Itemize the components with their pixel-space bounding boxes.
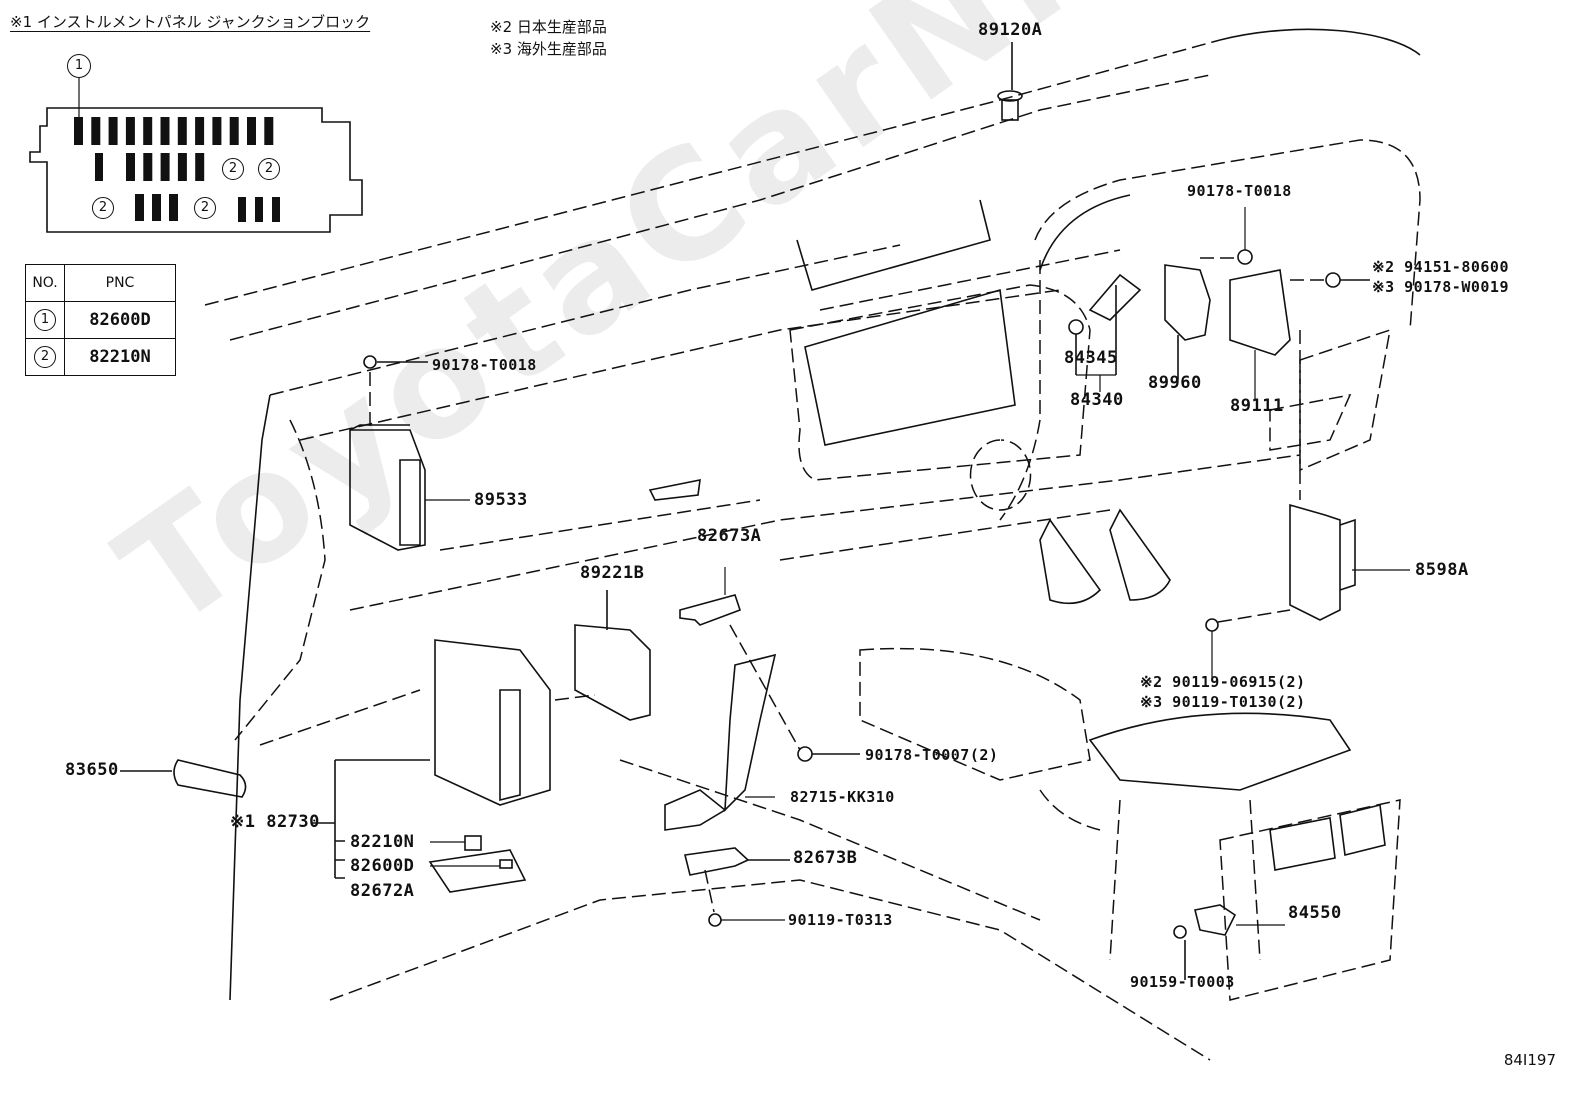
part-label-84345[interactable]: 84345 — [1064, 348, 1118, 368]
fuse-slot — [229, 117, 239, 145]
part-label-89960[interactable]: 89960 — [1148, 373, 1202, 393]
fuse-slot — [108, 117, 118, 145]
fuse-slot — [272, 197, 280, 222]
part-label-89533[interactable]: 89533 — [474, 490, 528, 510]
fuse-slot — [135, 194, 144, 221]
fuse-slot — [195, 153, 205, 181]
fuse-slot — [195, 117, 205, 145]
part-label-90159-T0003[interactable]: 90159-T0003 — [1130, 973, 1235, 991]
pnc-table-header: NO. PNC — [25, 264, 176, 302]
part-label-90178-W0019[interactable]: ※3 90178-W0019 — [1372, 278, 1509, 296]
pnc-table: NO. PNC 1 82600D 2 82210N — [25, 264, 176, 376]
header-pnc: PNC — [64, 264, 176, 302]
row-pnc: 82600D — [64, 301, 176, 339]
row-pnc: 82210N — [64, 338, 176, 376]
callout-2: 2 — [92, 197, 114, 219]
part-label-90178-T0018[interactable]: 90178-T0018 — [432, 356, 537, 374]
fuse-slot — [169, 194, 178, 221]
part-label-82730[interactable]: ※1 82730 — [230, 812, 320, 832]
part-label-84550[interactable]: 84550 — [1288, 903, 1342, 923]
row-number: 2 — [34, 346, 56, 368]
part-label-82673A[interactable]: 82673A — [697, 526, 762, 546]
fuse-slot — [152, 194, 161, 221]
fuse-slot — [264, 117, 274, 145]
part-label-90178-T0018[interactable]: 90178-T0018 — [1187, 182, 1292, 200]
part-label-84340[interactable]: 84340 — [1070, 390, 1124, 410]
callout-1: 1 — [67, 54, 91, 78]
fuse-slot — [238, 197, 246, 222]
part-label-90119-T0130[interactable]: ※3 90119-T0130(2) — [1140, 693, 1306, 711]
part-label-89120A[interactable]: 89120A — [978, 20, 1043, 40]
callout-2: 2 — [258, 158, 280, 180]
callout-2: 2 — [222, 158, 244, 180]
fuse-array — [74, 117, 280, 222]
dashboard-outline — [204, 28, 1421, 1061]
fuse-slot — [143, 153, 153, 181]
callout-2: 2 — [194, 197, 216, 219]
part-label-82210N[interactable]: 82210N — [350, 832, 415, 852]
fuse-slot — [126, 153, 135, 181]
table-row: 2 82210N — [25, 338, 176, 376]
part-label-82715-KK310[interactable]: 82715-KK310 — [790, 788, 895, 806]
junction-block-note: ※1 インストルメントパネル ジャンクションブロック — [10, 13, 371, 31]
part-label-90178-T0007[interactable]: 90178-T0007(2) — [865, 746, 999, 764]
note-overseas-production: ※3 海外生産部品 — [490, 40, 607, 58]
part-label-82672A[interactable]: 82672A — [350, 881, 415, 901]
fuse-slot — [74, 117, 83, 145]
table-row: 1 82600D — [25, 301, 176, 339]
fuse-slot — [177, 153, 187, 181]
component-shapes — [120, 42, 1410, 980]
part-label-8598A[interactable]: 8598A — [1415, 560, 1469, 580]
fuse-slot — [160, 153, 170, 181]
header-no: NO. — [25, 264, 65, 302]
part-label-82673B[interactable]: 82673B — [793, 848, 858, 868]
fuse-slot — [212, 117, 222, 145]
fuse-slot — [177, 117, 187, 145]
fuse-slot — [255, 197, 263, 222]
fuse-slot — [91, 117, 101, 145]
part-label-90119-06915[interactable]: ※2 90119-06915(2) — [1140, 673, 1306, 691]
part-label-89221B[interactable]: 89221B — [580, 563, 645, 583]
part-label-82600D[interactable]: 82600D — [350, 856, 415, 876]
part-label-83650[interactable]: 83650 — [65, 760, 119, 780]
fuse-slot — [160, 117, 170, 145]
fuse-slot — [95, 153, 103, 181]
sheet-code: 84I197 — [1503, 1051, 1556, 1069]
part-label-90119-T0313[interactable]: 90119-T0313 — [788, 911, 893, 929]
fuse-slot — [143, 117, 153, 145]
row-number: 1 — [34, 309, 56, 331]
note-japan-production: ※2 日本生産部品 — [490, 18, 607, 36]
part-label-94151-80600[interactable]: ※2 94151-80600 — [1372, 258, 1509, 276]
fuse-slot — [125, 117, 135, 145]
fuse-slot — [247, 117, 256, 145]
part-label-89111[interactable]: 89111 — [1230, 396, 1284, 416]
junction-block-inset — [29, 78, 363, 233]
